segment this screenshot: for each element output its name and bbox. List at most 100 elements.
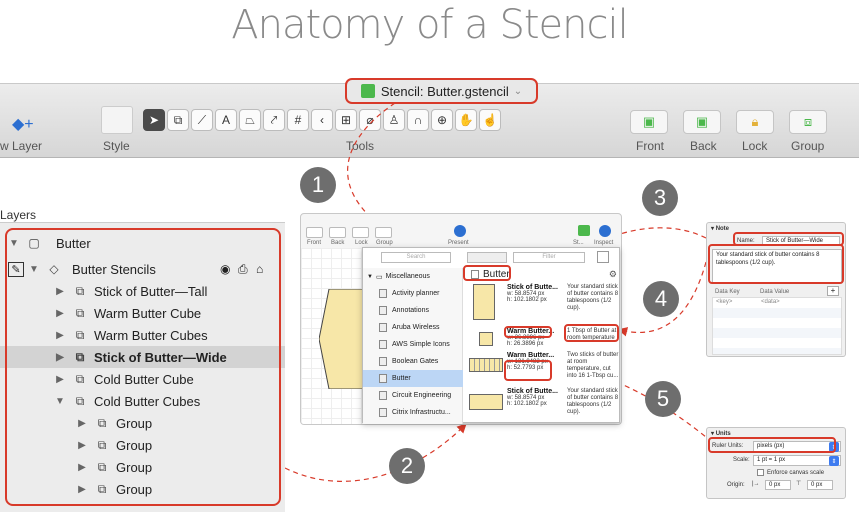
cubes-thumbnail <box>469 358 503 372</box>
layer-row[interactable]: ✎ ▼ ◇ Butter Stencils ◉ ⎙ ⌂ <box>0 258 285 280</box>
front-button[interactable]: ▣ <box>630 110 668 134</box>
category-item[interactable]: Aruba Wireless <box>363 319 463 336</box>
layer-row[interactable]: ▶⧉Group <box>0 412 285 434</box>
text-tool-icon[interactable]: A <box>215 109 237 131</box>
stencils-label: St... <box>573 240 584 246</box>
disclosure-open-icon[interactable]: ▼ <box>55 395 65 407</box>
checkbox-icon[interactable] <box>757 469 764 476</box>
print-icon[interactable]: ⎙ <box>238 261 248 276</box>
hierarchy-tool-icon[interactable]: ⊞ <box>335 109 357 131</box>
present-icon[interactable] <box>454 225 466 237</box>
style-well[interactable] <box>101 106 133 134</box>
view-toggle[interactable] <box>467 252 507 263</box>
lock-mini-button[interactable] <box>352 227 369 238</box>
category-item[interactable]: Citrix Infrastructu... <box>363 404 463 421</box>
arrow-4 <box>617 261 707 337</box>
layer-row[interactable]: ▶⧉Cold Butter Cube <box>0 368 285 390</box>
back-arrow-icon[interactable]: ‹ <box>311 109 333 131</box>
category-item[interactable]: Circuit Engineering <box>363 387 463 404</box>
window-title-button[interactable]: Stencil: Butter.gstencil ⌄ <box>345 78 538 104</box>
layer-row-selected[interactable]: ▶⧉Stick of Butter—Wide <box>0 346 285 368</box>
callout-3: 3 <box>642 180 678 216</box>
layer-row[interactable]: ▼⧉Cold Butter Cubes <box>0 390 285 412</box>
zoom-tool-icon[interactable]: ⊕ <box>431 109 453 131</box>
inspect-icon[interactable] <box>599 225 611 237</box>
disclosure-open-icon[interactable]: ▼ <box>29 263 39 275</box>
stencil-file-icon <box>379 357 387 366</box>
note-textarea[interactable]: Your standard stick of butter contains 8… <box>712 249 842 283</box>
disclosure-open-icon[interactable]: ▾ <box>711 226 716 232</box>
stencil-icon <box>360 84 375 98</box>
category-item[interactable]: AWS Simple Icons <box>363 336 463 353</box>
group-mini-button[interactable] <box>375 227 392 238</box>
disclosure-closed-icon[interactable]: ▶ <box>56 307 64 319</box>
layer-row[interactable]: ▶⧉Stick of Butter—Tall <box>0 280 285 302</box>
back-button[interactable]: ▣ <box>683 110 721 134</box>
category-list: ▼▭Miscellaneous Activity planner Annotat… <box>363 268 463 424</box>
filter-input[interactable]: Filter <box>513 252 585 263</box>
search-input[interactable]: Search <box>381 252 451 263</box>
style-brush-icon[interactable]: ⌀ <box>359 109 381 131</box>
enforce-scale-checkbox[interactable]: Enforce canvas scale <box>757 469 824 476</box>
shape-icon: ⧉ <box>75 371 85 386</box>
stencil-title-highlight <box>463 265 511 281</box>
panel-toggle-icon[interactable] <box>597 251 609 263</box>
disclosure-open-icon[interactable]: ▼ <box>9 237 19 249</box>
visibility-icon[interactable]: ◉ <box>220 262 231 276</box>
category-item-selected[interactable]: Butter <box>363 370 463 387</box>
disclosure-closed-icon[interactable]: ▶ <box>56 285 64 297</box>
layer-row[interactable]: ▶⧉Warm Butter Cube <box>0 302 285 324</box>
new-layer-icon[interactable]: ◆+ <box>12 116 34 133</box>
disclosure-closed-icon[interactable]: ▶ <box>78 417 86 429</box>
diagram-tool-icon[interactable]: ⏢ <box>239 109 261 131</box>
stencil-note-highlight <box>564 324 619 342</box>
bring-front-icon: ▣ <box>642 114 656 129</box>
shape-tool-icon[interactable]: ⧉ <box>167 109 189 131</box>
scale-select[interactable]: 1 pt = 1 px ⇕ <box>753 455 841 466</box>
disclosure-closed-icon[interactable]: ▶ <box>56 329 64 341</box>
grid-tool-icon[interactable]: # <box>287 109 309 131</box>
disclosure-closed-icon[interactable]: ▶ <box>78 483 86 495</box>
layer-row[interactable]: ▶⧉Warm Butter Cubes <box>0 324 285 346</box>
value-placeholder[interactable]: <data> <box>761 299 780 305</box>
disclosure-closed-icon[interactable]: ▶ <box>78 439 86 451</box>
hand-tool-icon[interactable]: ✋ <box>455 109 477 131</box>
category-group[interactable]: ▼▭Miscellaneous <box>363 268 463 285</box>
pencil-icon[interactable]: ✎ <box>8 261 24 277</box>
category-item[interactable]: Annotations <box>363 302 463 319</box>
rubber-stamp-icon[interactable]: ♙ <box>383 109 405 131</box>
origin-x-icon: |→ <box>752 481 760 487</box>
origin-y-field[interactable]: 0 px <box>807 480 833 490</box>
layer-row[interactable]: ▶⧉Group <box>0 456 285 478</box>
category-item[interactable]: Boolean Gates <box>363 353 463 370</box>
inspect-label: Inspect <box>594 240 614 246</box>
disclosure-open-icon[interactable]: ▾ <box>711 431 716 437</box>
stencils-icon[interactable] <box>578 225 590 236</box>
group-mini-label: Group <box>376 240 393 246</box>
browse-tool-icon[interactable]: ☝ <box>479 109 501 131</box>
add-data-button[interactable]: + <box>827 286 839 296</box>
disclosure-closed-icon[interactable]: ▶ <box>56 351 64 363</box>
origin-x-field[interactable]: 0 px <box>765 480 791 490</box>
magnet-tool-icon[interactable]: ∩ <box>407 109 429 131</box>
layer-row[interactable]: ▶⧉Group <box>0 434 285 456</box>
key-placeholder[interactable]: <key> <box>716 299 733 305</box>
front-mini-button[interactable] <box>306 227 323 238</box>
unlock-icon[interactable]: ⌂ <box>256 262 264 276</box>
disclosure-closed-icon[interactable]: ▶ <box>78 461 86 473</box>
gear-icon[interactable]: ⚙ <box>608 268 617 279</box>
bezier-tool-icon[interactable]: ⤤ <box>263 109 285 131</box>
layer-root[interactable]: ▼ ▢ Butter <box>0 232 285 254</box>
group-button[interactable]: ⧈ <box>789 110 827 134</box>
layer-row[interactable]: ▶⧉Group <box>0 478 285 500</box>
category-item[interactable]: Activity planner <box>363 285 463 302</box>
line-tool-icon[interactable]: ⟋ <box>191 109 213 131</box>
back-mini-button[interactable] <box>329 227 346 238</box>
disclosure-closed-icon[interactable]: ▶ <box>56 373 64 385</box>
lock-button[interactable]: 🔒︎ <box>736 110 774 134</box>
selection-tool-icon[interactable]: ➤ <box>143 109 165 131</box>
